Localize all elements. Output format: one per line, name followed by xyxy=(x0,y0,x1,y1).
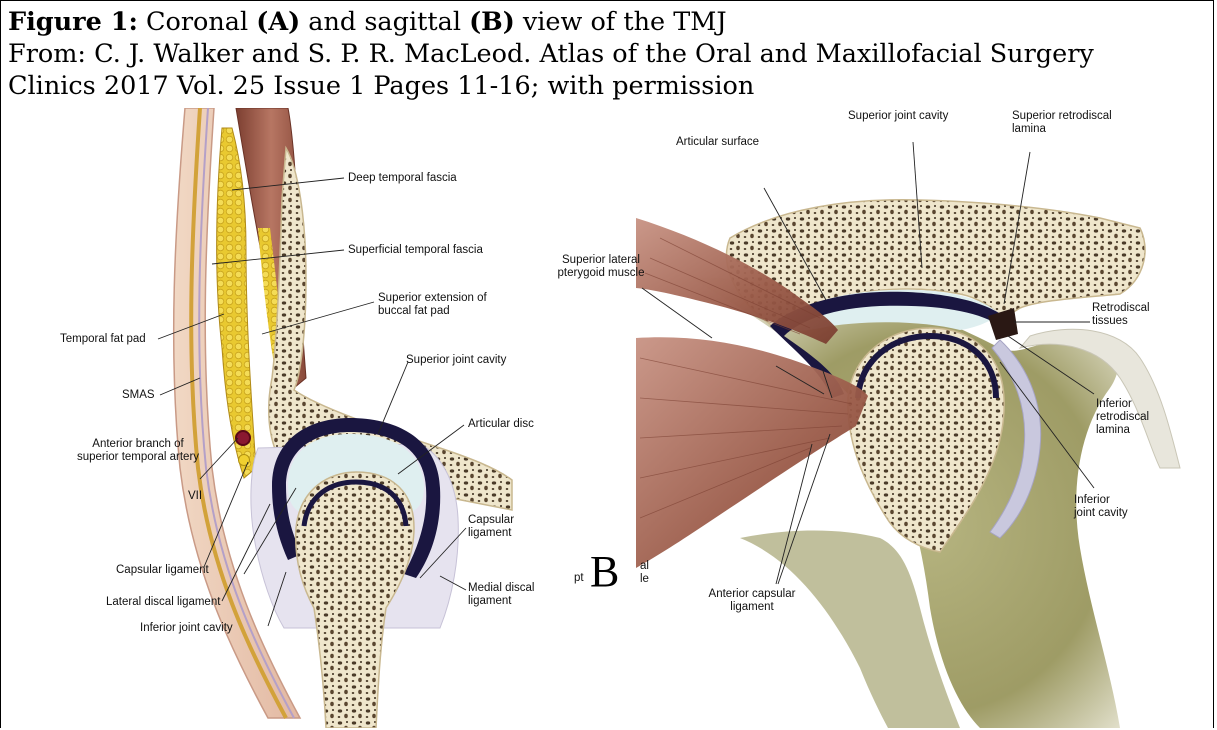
anatomy-illustration xyxy=(0,108,1214,728)
label-line: Capsular xyxy=(468,514,514,527)
label-line: lamina xyxy=(1012,123,1112,136)
caption-text: Coronal xyxy=(138,7,256,37)
caption-line-2: From: C. J. Walker and S. P. R. MacLeod.… xyxy=(8,38,1208,70)
label-superior-joint-cavity-b: Superior joint cavity xyxy=(848,110,948,123)
label-capsular-ligament-left: Capsular ligament xyxy=(116,564,209,577)
label-vii: VII xyxy=(188,490,202,503)
label-inferior-retrodiscal-lamina: Inferior retrodiscal lamina xyxy=(1096,398,1149,437)
label-superior-extension-buccal-fat: Superior extension of buccal fat pad xyxy=(378,292,487,318)
label-line: retrodiscal xyxy=(1096,411,1149,424)
label-line: lamina xyxy=(1096,424,1149,437)
panel-b-label: (B) xyxy=(469,7,515,37)
label-line: ligament xyxy=(468,527,514,540)
label-line: ligament xyxy=(468,595,534,608)
caption-line-3: Clinics 2017 Vol. 25 Issue 1 Pages 11-16… xyxy=(8,70,1208,102)
label-superior-retrodiscal-lamina: Superior retrodiscal lamina xyxy=(1012,110,1112,136)
label-line: Inferior xyxy=(1074,494,1128,507)
label-line: Superior lateral xyxy=(540,254,662,267)
label-articular-disc: Articular disc xyxy=(468,418,534,431)
label-deep-temporal-fascia: Deep temporal fascia xyxy=(348,172,457,185)
label-lateral-discal-ligament: Lateral discal ligament xyxy=(106,596,220,609)
label-line: buccal fat pad xyxy=(378,305,487,318)
figure-caption: Figure 1: Coronal (A) and sagittal (B) v… xyxy=(8,6,1208,102)
label-temporal-fat-pad: Temporal fat pad xyxy=(60,333,146,346)
panel-b-overlay-letter: B xyxy=(586,548,623,596)
label-superior-lateral-pterygoid: Superior lateral pterygoid muscle xyxy=(540,254,662,280)
coronal-view xyxy=(174,108,512,728)
label-line: Anterior branch of xyxy=(70,438,206,451)
label-line: superior temporal artery xyxy=(70,451,206,464)
figure-label: Figure 1: xyxy=(8,7,138,37)
label-inferior-joint-cavity-b: Inferior joint cavity xyxy=(1074,494,1128,520)
label-fragment-pt: pt xyxy=(574,572,584,585)
label-capsular-ligament-right: Capsular ligament xyxy=(468,514,514,540)
label-line: ligament xyxy=(690,601,814,614)
label-articular-surface: Articular surface xyxy=(676,136,759,149)
label-smas: SMAS xyxy=(122,389,155,402)
sagittal-view xyxy=(636,200,1180,728)
label-superficial-temporal-fascia: Superficial temporal fascia xyxy=(348,244,483,257)
label-line: tissues xyxy=(1092,315,1150,328)
anatomy-figure: Deep temporal fascia Superficial tempora… xyxy=(0,108,1214,728)
label-line: Superior extension of xyxy=(378,292,487,305)
caption-text: view of the TMJ xyxy=(515,7,727,37)
caption-text: and sagittal xyxy=(300,7,469,37)
label-line: Retrodiscal xyxy=(1092,302,1150,315)
panel-a-label: (A) xyxy=(256,7,300,37)
label-retrodiscal-tissues: Retrodiscal tissues xyxy=(1092,302,1150,328)
caption-line-1: Figure 1: Coronal (A) and sagittal (B) v… xyxy=(8,6,1208,38)
label-anterior-capsular-ligament: Anterior capsular ligament xyxy=(690,588,814,614)
label-fragment-le: le xyxy=(640,573,649,586)
label-inferior-joint-cavity-a: Inferior joint cavity xyxy=(140,622,233,635)
label-superior-joint-cavity-a: Superior joint cavity xyxy=(406,354,506,367)
label-line: Medial discal xyxy=(468,582,534,595)
label-line: Superior retrodiscal xyxy=(1012,110,1112,123)
label-anterior-branch-superior-temporal-artery: Anterior branch of superior temporal art… xyxy=(70,438,206,464)
label-line: joint cavity xyxy=(1074,507,1128,520)
label-medial-discal-ligament: Medial discal ligament xyxy=(468,582,534,608)
label-line: Inferior xyxy=(1096,398,1149,411)
label-fragment-al: al xyxy=(640,560,649,573)
label-line: pterygoid muscle xyxy=(540,267,662,280)
label-line: Anterior capsular xyxy=(690,588,814,601)
